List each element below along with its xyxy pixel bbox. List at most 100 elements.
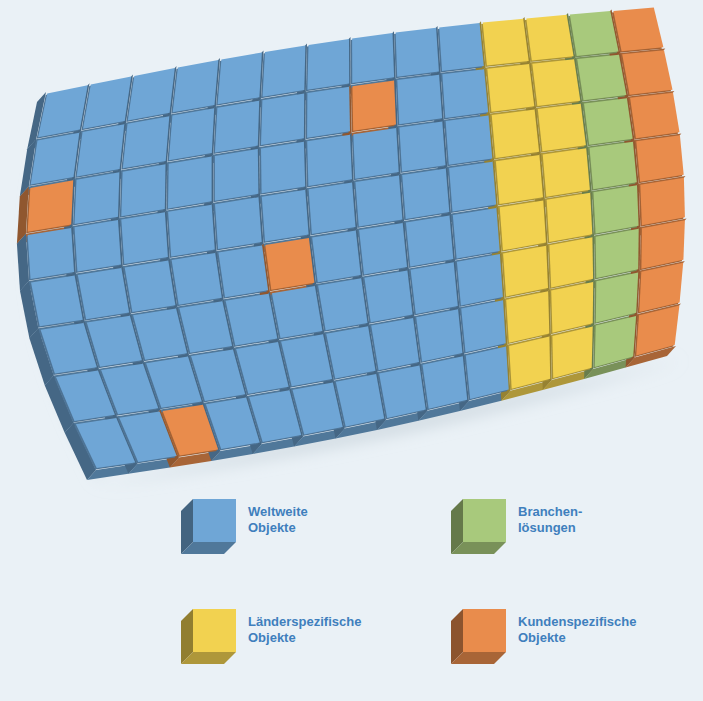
cube-face [423,356,468,409]
cube-face [547,193,593,242]
cube-face [218,52,262,104]
cube-face [439,23,484,71]
cube-face [641,220,685,268]
cube-face [636,135,683,182]
cube-face [128,68,175,120]
cube-face [406,215,453,266]
legend-label: Länderspezifische Objekte [248,614,378,646]
cube-face [364,270,412,322]
cube-face [125,260,176,312]
cube-face [121,212,168,264]
cube-face [483,19,529,66]
cube-face [595,316,636,367]
cube-face [193,609,236,652]
cube-side [181,542,236,554]
legend-cube-swatch [450,608,508,666]
legend-cube-swatch [180,608,238,666]
cube-face [416,309,462,361]
cube-face [353,128,398,179]
cube-face [371,318,419,370]
legend-label: Weltweite Objekte [248,504,338,536]
cube-face [397,75,442,125]
cube-face [307,135,352,186]
cube-face [503,246,548,297]
cube-face [613,8,663,52]
cube-face [593,185,638,233]
cube-face [263,45,306,96]
cube-face [399,122,445,172]
cube-face [261,94,304,146]
cube-face [442,69,488,118]
legend-item: Weltweite Objekte [180,498,332,558]
cube-face [215,101,259,153]
cube-face [453,208,500,259]
cube-face [309,183,356,235]
cube-side [451,652,506,664]
cube-face [596,229,639,278]
cube-face [272,286,323,338]
cube-face [509,337,550,389]
cube-face [312,230,361,282]
cube-face [75,172,120,224]
cube-side [181,652,236,664]
cube-face [543,148,590,196]
cube-face [411,262,458,314]
cube-face [28,228,74,279]
cube-face [83,77,131,129]
legend-label: Kundenspezifische Objekte [518,614,658,646]
cube-face [31,275,83,326]
cube-face [169,108,214,160]
cube-face [75,220,122,272]
cube-face [622,50,672,95]
cube-face [31,133,80,185]
cube-face [261,142,305,194]
cube-face [173,60,219,112]
cube-face [168,157,212,209]
cube-face [123,116,170,168]
cube-face [538,104,586,152]
cube-face [226,294,278,346]
cube-face [570,11,619,56]
cube-face [293,382,343,434]
cube-face [379,365,426,418]
cube-face [396,28,439,77]
cube-face [179,301,232,353]
cube-face [262,190,309,242]
cube-face [630,93,679,139]
cube-side [451,542,506,554]
cube-face [636,305,679,355]
cube-face [584,98,633,145]
cube-face [168,205,215,257]
cube-face [352,33,394,83]
cube-face [577,55,626,101]
cube-face [38,85,88,137]
cube-face [500,200,546,250]
cube-face [359,223,407,275]
cube-face [172,253,222,305]
cube-face [215,197,262,249]
cube-face [336,374,384,427]
cube-face [446,115,493,164]
cube-face [549,237,593,287]
cube-face [77,124,125,176]
cube-face [78,268,129,319]
cube-face [463,609,506,652]
cube-face [355,176,402,227]
cube-face [640,178,685,225]
cube-face [215,149,259,201]
cube-face [28,180,73,232]
cube-face [466,347,509,400]
legend-item: Branchen- lösungen [450,498,592,558]
cube-face [193,499,236,542]
cube-face [121,164,165,216]
cube-face [265,238,314,290]
cube-face [639,263,683,312]
drop-shadow [32,106,682,484]
legend-cube-swatch [450,498,508,556]
cube-face [236,342,289,394]
cube-face [492,110,539,159]
cube-face [461,300,506,352]
cube-face [218,246,268,298]
